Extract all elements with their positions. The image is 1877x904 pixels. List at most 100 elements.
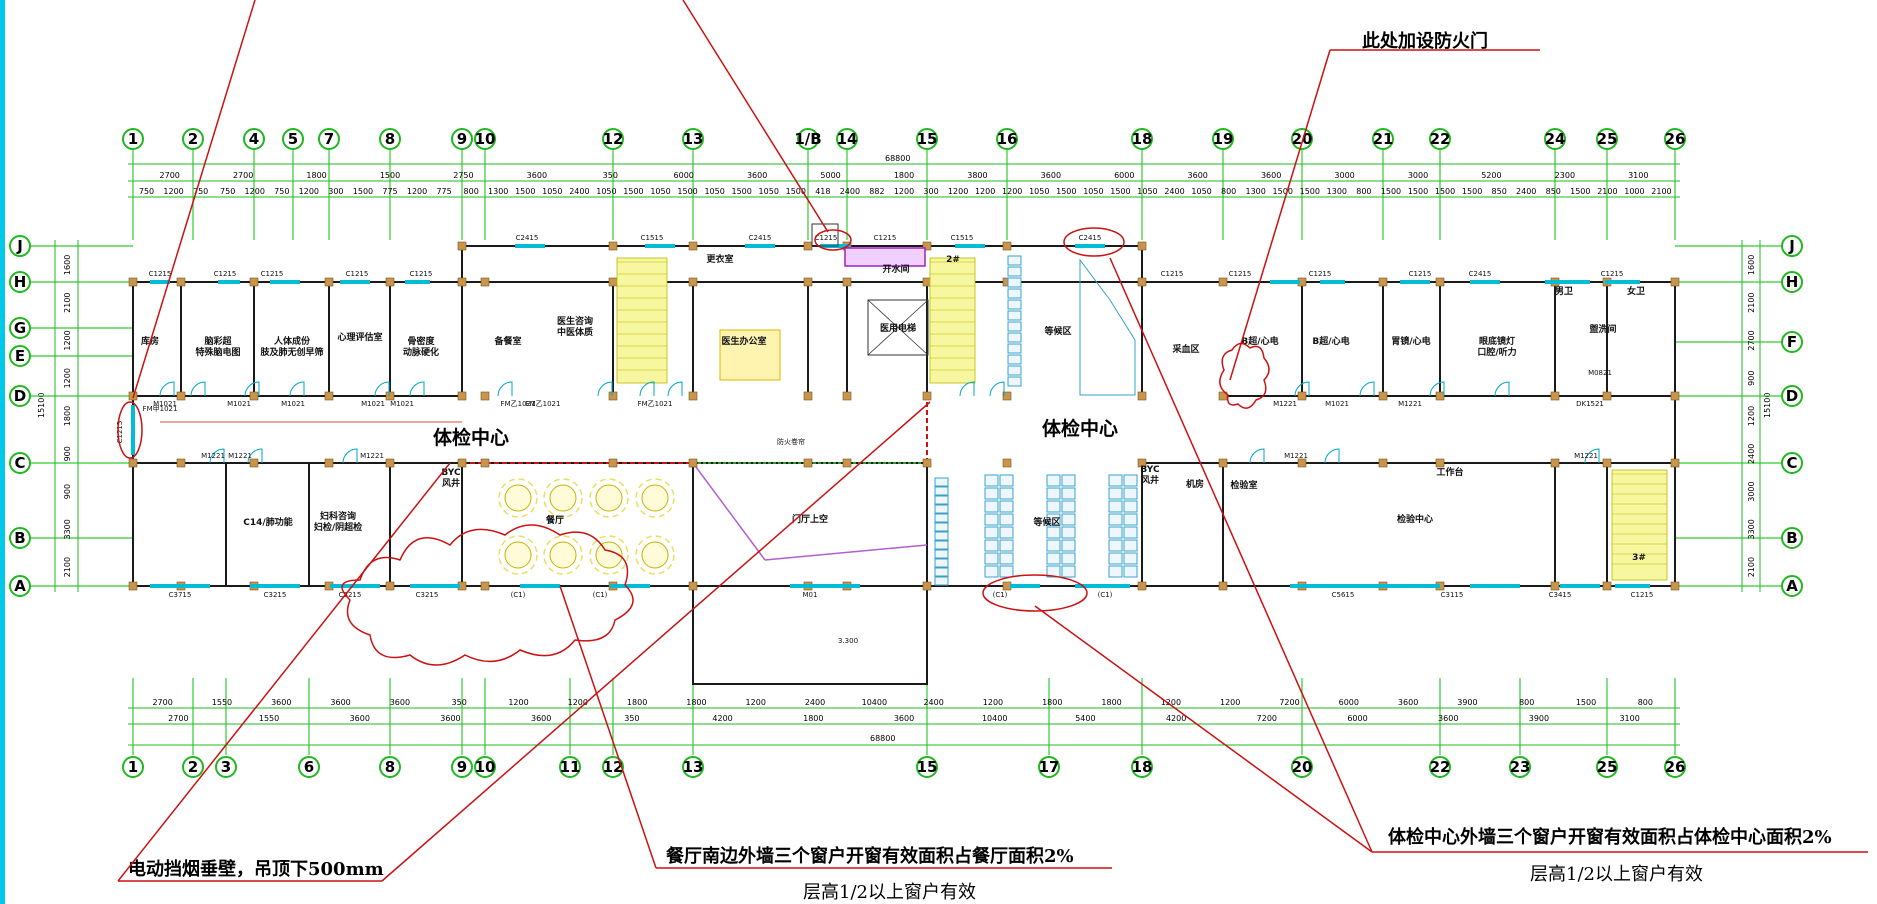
door-swing [342, 448, 358, 464]
window-label: C5615 [1332, 591, 1355, 599]
waiting-chair [1046, 539, 1061, 552]
bottom-axis-circle [1038, 756, 1060, 778]
structural-column [1602, 458, 1612, 468]
bottom-dim-text-1: 3900 [1457, 698, 1477, 707]
structural-column [1137, 391, 1147, 401]
waiting-chair [1108, 539, 1123, 552]
bottom-dim-text-1: 2400 [923, 698, 943, 707]
structural-column [480, 581, 490, 591]
top-axis-label: 14 [837, 130, 858, 148]
waiting-chair [934, 522, 949, 532]
waiting-chair [1007, 321, 1022, 332]
top-dim-text-2: 1050 [1191, 187, 1211, 196]
top-dim-text-1: 6000 [1114, 171, 1134, 180]
left-axis-label: E [15, 347, 25, 365]
bottom-dim-text-2: 2700 [168, 714, 188, 723]
left-axis-label: J [16, 237, 23, 255]
room-label-r18: 男卫 [1555, 286, 1573, 297]
structural-column [803, 458, 813, 468]
bottom-dim-text-2: 7200 [1257, 714, 1277, 723]
top-dim-text-1: 3100 [1628, 171, 1648, 180]
waiting-chair [984, 474, 999, 487]
top-dim-text-2: 1050 [704, 187, 724, 196]
callout-leader-line [117, 462, 451, 882]
bottom-axis-circle [298, 756, 320, 778]
top-dim-text-1: 2700 [160, 171, 180, 180]
structural-column [688, 458, 698, 468]
structural-column [1137, 277, 1147, 287]
reception-desk [1079, 258, 1136, 396]
waiting-chair [1007, 354, 1022, 365]
structural-column [385, 581, 395, 591]
door-swing [209, 448, 225, 464]
room-label-r32: 机房 [1186, 478, 1204, 490]
bottom-dim-text-1: 3600 [271, 698, 291, 707]
left-axis-circle [9, 271, 31, 293]
waiting-chair [934, 495, 949, 505]
top-dim-text-2: 1200 [299, 187, 319, 196]
structural-column [249, 277, 259, 287]
structural-column [1378, 391, 1388, 401]
waiting-chair [1007, 343, 1022, 354]
bottom-axis-label: 17 [1039, 758, 1060, 776]
room-label-r7: 医生咨询 [557, 315, 593, 327]
dining-chairs [543, 478, 583, 518]
room-label-r3: 肢及肺无创早筛 [259, 346, 323, 358]
bottom-dim-text-1: 7200 [1279, 698, 1299, 707]
door-tag: FM乙1021 [526, 400, 561, 408]
structural-column [480, 458, 490, 468]
window-label: (C1) [1098, 591, 1113, 599]
left-dim-text: 1200 [63, 330, 72, 350]
waiting-chair [934, 531, 949, 541]
structural-column [1378, 277, 1388, 287]
structural-column [1218, 391, 1228, 401]
structural-column [608, 277, 618, 287]
door-swing [247, 448, 263, 464]
bottom-dim-text-2: 4200 [712, 714, 732, 723]
window-label: C3115 [1441, 591, 1464, 599]
top-dim-text-1: 3600 [747, 171, 767, 180]
door-tag: M1221 [1398, 400, 1422, 408]
left-axis-label: B [14, 529, 25, 547]
bottom-dim-text-1: 3600 [1398, 698, 1418, 707]
top-dim-text-1: 3000 [1334, 171, 1354, 180]
right-axis-label: F [1787, 333, 1797, 351]
top-axis-label: 20 [1292, 130, 1313, 148]
waiting-chair [1108, 552, 1123, 565]
callout-leader-line [559, 585, 657, 869]
office-desks [719, 329, 781, 381]
structural-column [1002, 241, 1012, 251]
bottom-axis-label: 25 [1597, 758, 1618, 776]
top-dim-text-2: 750 [193, 187, 208, 196]
top-dim-text-1: 6000 [674, 171, 694, 180]
structural-column [1435, 277, 1445, 287]
bottom-axis-label: 11 [560, 758, 581, 776]
right-dim-text: 900 [1747, 371, 1756, 386]
top-dim-text-2: 775 [382, 187, 397, 196]
door-tag: M1021 [1325, 400, 1349, 408]
waiting-chair [934, 486, 949, 496]
right-dim-text: 2100 [1747, 292, 1756, 312]
bottom-axis-circle [916, 756, 938, 778]
top-dim-text-1: 3600 [1261, 171, 1281, 180]
waiting-chair [984, 552, 999, 565]
callout-ellipse-south-windows [982, 574, 1088, 612]
top-dim-text-1: 2300 [1555, 171, 1575, 180]
window-label: C1215 [1409, 270, 1432, 278]
top-axis-circle [282, 128, 304, 150]
top-dim-text-2: 1050 [1137, 187, 1157, 196]
room-label-r8: 更衣室 [706, 253, 733, 265]
top-axis-circle [797, 128, 819, 150]
left-axis-label: D [14, 387, 26, 405]
right-dim-text: 2100 [1747, 557, 1756, 577]
room-label-r21: 检验室 [1230, 479, 1257, 491]
waiting-chair [934, 549, 949, 559]
bottom-axis-label: 15 [917, 758, 938, 776]
left-dim-text: 2100 [63, 557, 72, 577]
dining-chairs [498, 535, 538, 575]
right-axis-label: J [1788, 237, 1795, 255]
door-swing [374, 381, 390, 397]
waiting-chair [934, 504, 949, 514]
room-label-r19: 女卫 [1627, 285, 1645, 297]
room-label-r5: 骨密度 [407, 335, 435, 347]
